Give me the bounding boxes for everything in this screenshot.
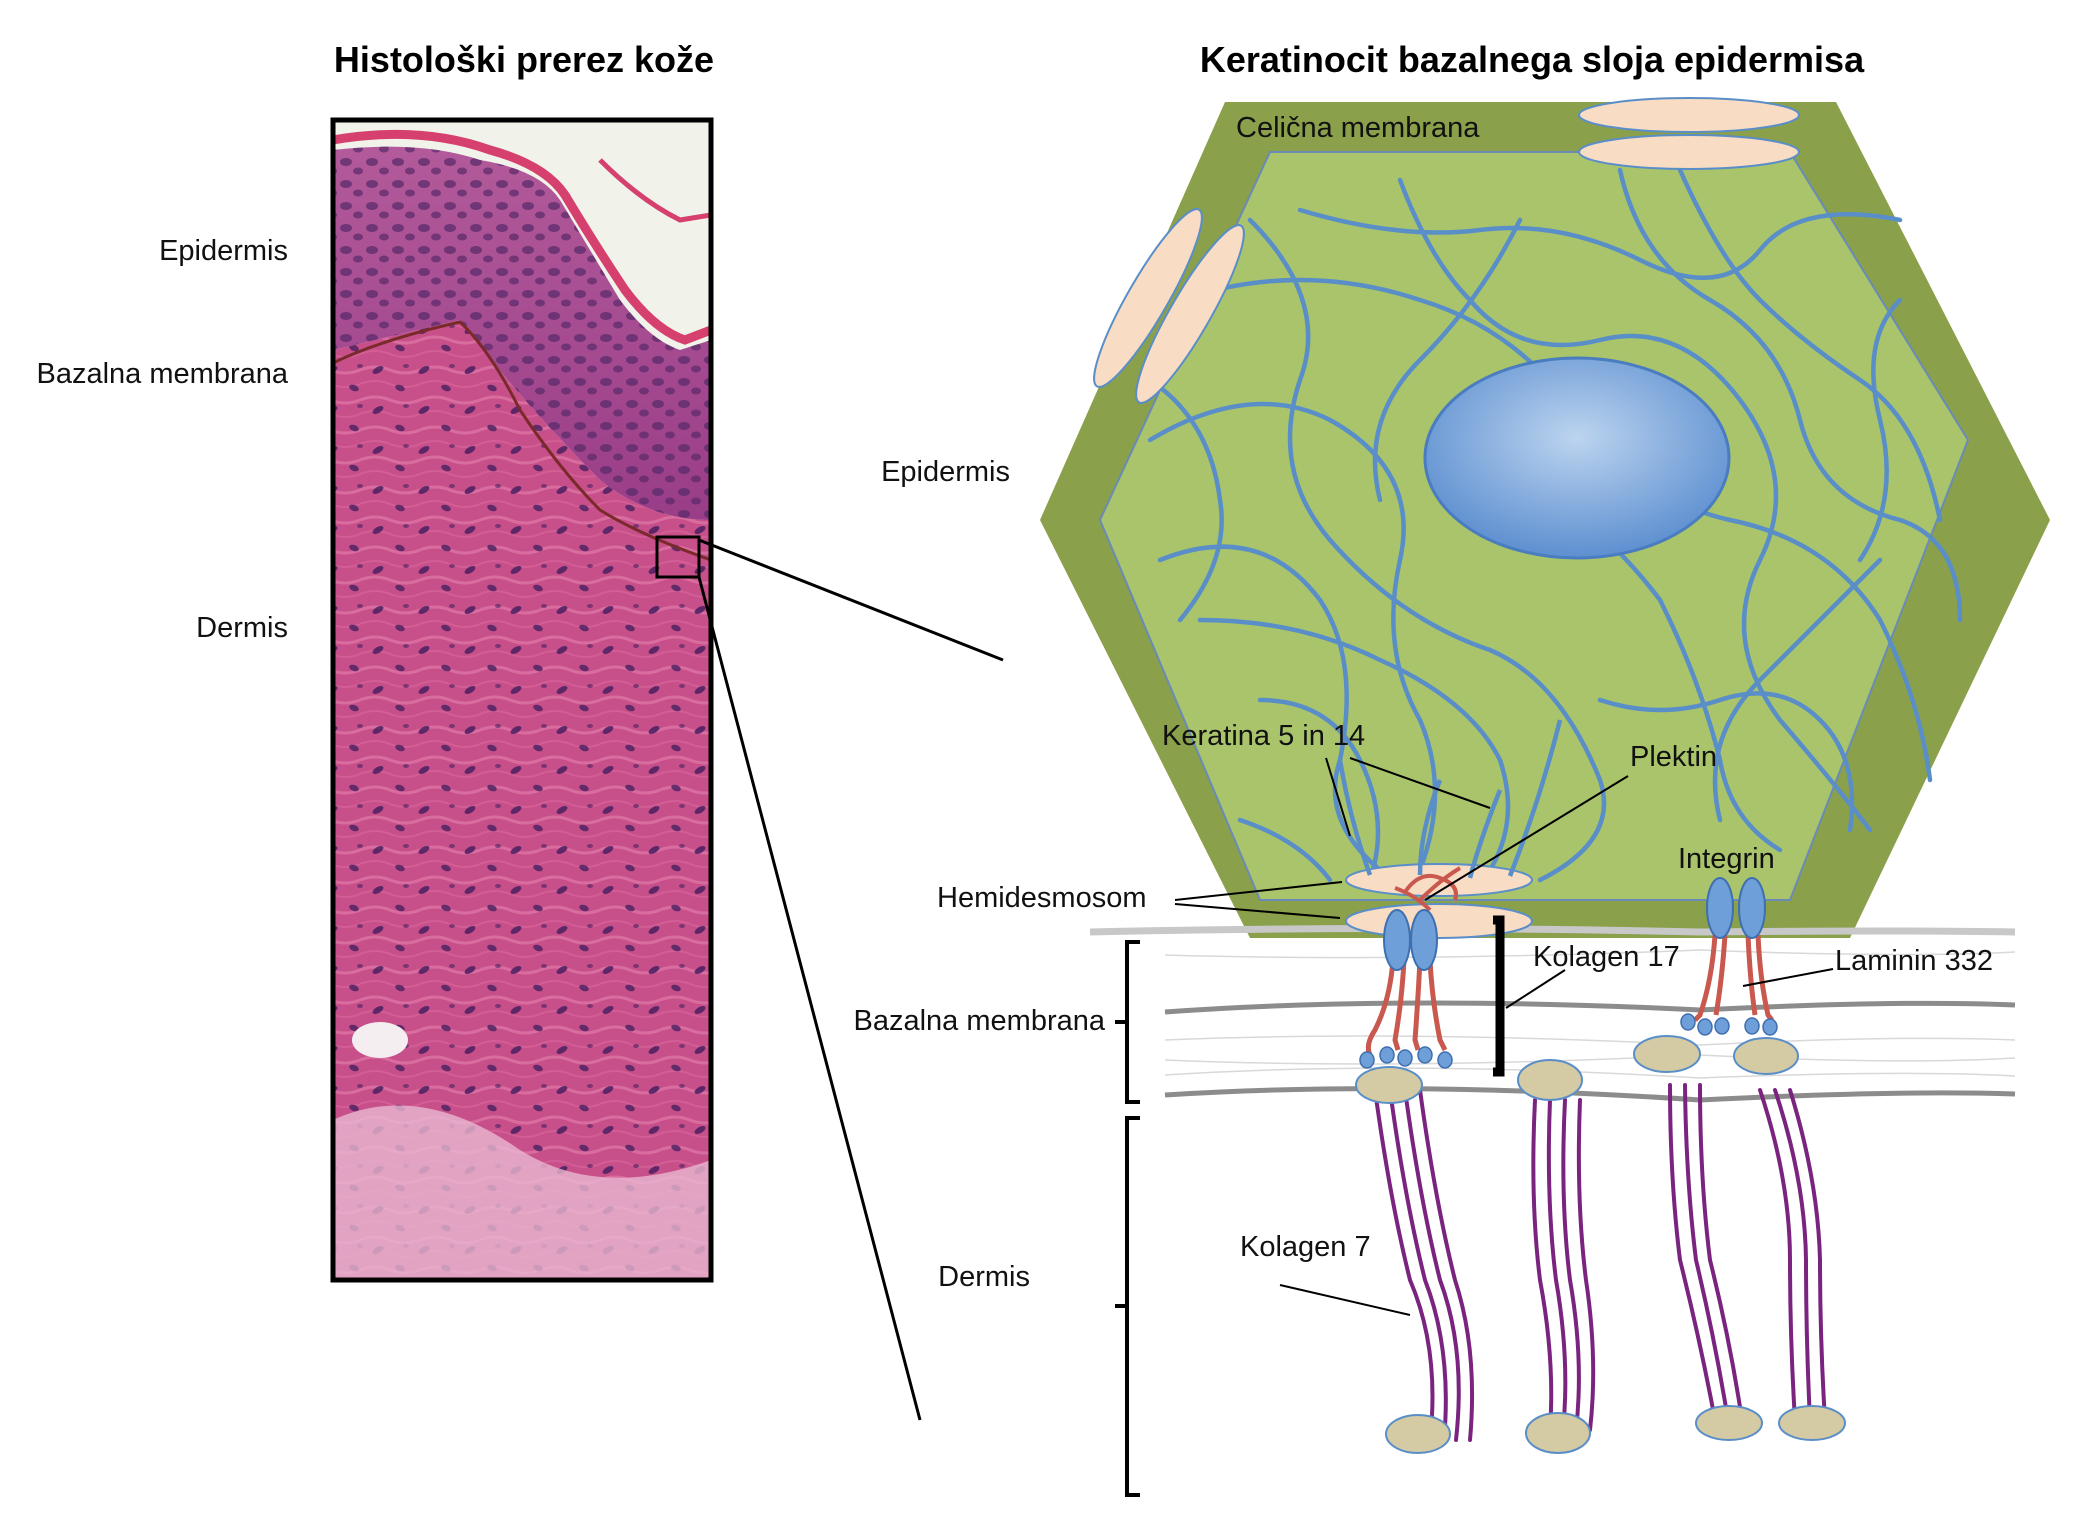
label-laminin: Laminin 332 (1835, 945, 1993, 977)
zoom-line-top (698, 538, 1004, 662)
label-cell-membrane: Celična membrana (1236, 112, 1480, 144)
label-integrin: Integrin (1678, 843, 1775, 875)
label-plectin: Plektin (1630, 741, 1717, 773)
leader-lines (1174, 757, 1834, 1316)
histology-image (333, 120, 711, 1280)
zoom-box (655, 535, 701, 579)
label-left-dermis: Dermis (196, 612, 288, 644)
keratin-filaments (1147, 167, 1963, 883)
label-right-basement: Bazalna membrana (854, 1005, 1106, 1037)
histology-frame (330, 117, 714, 1283)
label-right-epidermis: Epidermis (881, 456, 1010, 488)
integrin-right (1680, 877, 1778, 1036)
label-collagen17: Kolagen 17 (1533, 941, 1680, 973)
plectin-fibers (1394, 866, 1462, 912)
collagen7-fibrils (1373, 1083, 1827, 1442)
integrin-hemidesmosome (1359, 909, 1453, 1069)
label-right-dermis: Dermis (938, 1261, 1030, 1293)
label-keratin: Keratina 5 in 14 (1162, 720, 1365, 752)
anchoring-plaques (1355, 1035, 1846, 1454)
label-hemidesmosome: Hemidesmosom (937, 882, 1147, 914)
left-panel-title: Histološki prerez kože (334, 39, 714, 80)
zoom-line-bottom (697, 576, 922, 1421)
desmosomes (1093, 97, 1800, 404)
label-left-basement: Bazalna membrana (37, 358, 289, 390)
label-collagen7: Kolagen 7 (1240, 1231, 1371, 1263)
label-left-epidermis: Epidermis (159, 235, 288, 267)
right-panel-title: Keratinocit bazalnega sloja epidermisa (1200, 39, 1865, 80)
brackets (1115, 915, 1505, 1497)
nucleus (1423, 356, 1731, 560)
